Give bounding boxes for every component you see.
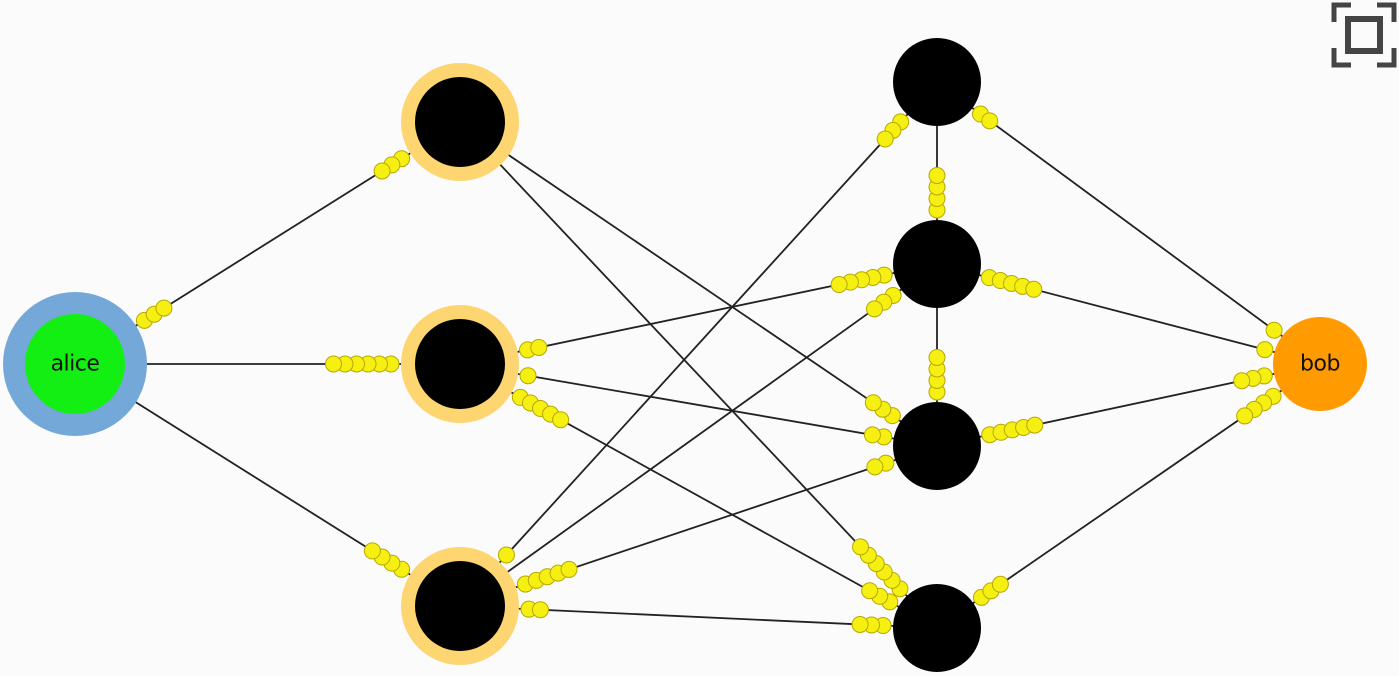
packet-b1-bob [981, 112, 999, 130]
edge-a2-b3 [459, 363, 938, 447]
node-core [25, 314, 125, 414]
packet-b3-bob [1026, 416, 1044, 434]
packet-b3-b2 [928, 349, 946, 366]
node-core [415, 561, 505, 651]
node-a3[interactable] [401, 547, 519, 665]
fullscreen-icon [1331, 2, 1397, 68]
packet-b3-a1 [864, 394, 882, 412]
packet-b2-a3 [865, 300, 883, 318]
node-core [893, 38, 981, 126]
packet-bob-b3 [1233, 372, 1251, 390]
packet-b3-a3 [866, 458, 884, 476]
packet-a2-b4 [552, 411, 570, 429]
packet-a3-b4 [531, 601, 549, 619]
node-b3[interactable] [893, 402, 981, 490]
packet-a2-b2 [530, 338, 548, 356]
node-a2[interactable] [401, 305, 519, 423]
node-core [893, 584, 981, 672]
packet-bob-b4 [1236, 407, 1254, 425]
packet-bob-b2 [1256, 341, 1274, 359]
packet-a3-b3 [560, 560, 578, 578]
fullscreen-button[interactable] [1331, 2, 1397, 68]
edge-b1-bob [936, 81, 1321, 365]
node-b4[interactable] [893, 584, 981, 672]
packet-bob-b1 [1265, 321, 1283, 339]
packet-a3-b1 [497, 546, 515, 564]
node-core [893, 220, 981, 308]
packet-a2-alice [325, 355, 342, 373]
node-core [1273, 317, 1367, 411]
edge-a3-b2 [459, 263, 938, 607]
node-bob[interactable]: bob [1273, 317, 1367, 411]
node-b2[interactable] [893, 220, 981, 308]
packet-b2-bob [1025, 280, 1043, 298]
packet-b4-a2 [861, 582, 879, 600]
packet-b4-bob [991, 575, 1009, 593]
packet-b2-b1 [928, 167, 946, 184]
node-core [893, 402, 981, 490]
packet-a2-b3 [519, 367, 537, 385]
packet-a1-alice [373, 162, 391, 180]
node-core [415, 77, 505, 167]
node-label-alice: alice [51, 352, 100, 377]
edges-layer [74, 81, 1321, 629]
packet-alice-a1 [155, 299, 173, 317]
node-alice[interactable]: alice [3, 292, 147, 436]
packet-b1-a3 [876, 130, 894, 148]
packet-a3-alice [363, 542, 381, 560]
node-b1[interactable] [893, 38, 981, 126]
packet-b4-a1 [852, 538, 870, 556]
node-label-bob: bob [1300, 352, 1340, 377]
node-a1[interactable] [401, 63, 519, 181]
node-core [415, 319, 505, 409]
packet-b4-a3 [851, 615, 869, 633]
edge-a1-b3 [459, 121, 938, 447]
packets-layer [135, 105, 1283, 635]
packet-b3-a2 [863, 426, 881, 444]
edge-a3-b1 [459, 81, 938, 607]
nodes-layer: alice bob [3, 38, 1367, 672]
packet-b2-a2 [830, 276, 848, 294]
